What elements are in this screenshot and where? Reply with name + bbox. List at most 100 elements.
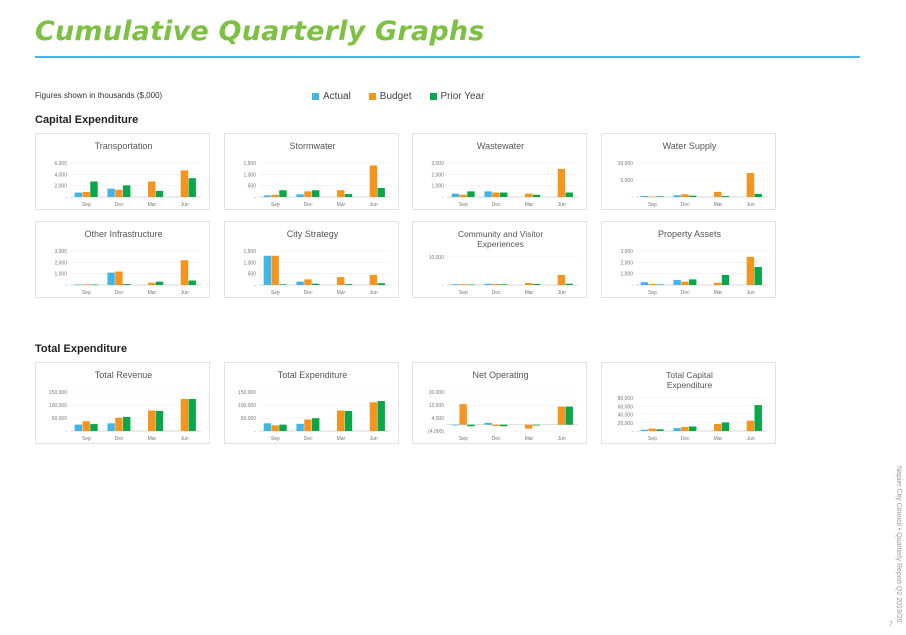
bar-budget	[459, 284, 467, 285]
x-tick-label: Mar	[148, 290, 157, 296]
y-tick-label: -	[254, 429, 256, 435]
x-tick-label: Jun	[558, 436, 566, 442]
bar-prior-year	[721, 422, 730, 431]
bar-prior-year	[279, 190, 287, 197]
y-tick-label: 2,000	[54, 184, 67, 190]
legend-item-budget: Budget	[368, 91, 412, 102]
chart-title-line: Expenditure	[667, 380, 713, 390]
side-footer-text: Napier City Council • Quarterly Report Q…	[895, 466, 902, 623]
x-tick-label: Sep	[648, 202, 657, 208]
y-tick-label: -	[254, 195, 256, 201]
bar-budget	[369, 165, 378, 197]
y-tick-label: 1,500	[243, 249, 256, 255]
bar-budget	[115, 417, 123, 431]
bar-actual	[640, 282, 649, 285]
bar-prior-year	[532, 284, 541, 285]
y-tick-label: 500	[248, 272, 257, 278]
bar-actual	[673, 428, 681, 431]
y-tick-label: 1,500	[243, 161, 256, 167]
bar-prior-year	[500, 192, 508, 197]
bar-prior-year	[689, 426, 697, 431]
bar-actual	[451, 193, 460, 197]
x-tick-label: Jun	[370, 436, 378, 442]
y-tick-label: (4,000)	[428, 429, 444, 435]
y-tick-label: -	[65, 195, 67, 201]
bar-prior-year	[565, 283, 573, 285]
bar-budget	[180, 170, 189, 197]
y-tick-label: -	[65, 283, 67, 289]
bar-budget	[648, 196, 656, 198]
chart-title: Wastewater	[477, 141, 524, 151]
bar-prior-year	[155, 281, 164, 285]
x-tick-label: Dec	[492, 290, 501, 296]
y-tick-label: 3,000	[620, 249, 633, 255]
bar-budget	[304, 279, 312, 285]
bar-budget	[180, 260, 189, 285]
bar-actual	[107, 188, 115, 197]
bar-prior-year	[123, 284, 131, 285]
y-tick-label: 50,000	[52, 416, 68, 422]
legend: Actual Budget Prior Year	[312, 91, 484, 102]
y-tick-label: -	[254, 283, 256, 289]
bar-budget	[369, 274, 378, 285]
y-tick-label: 6,000	[54, 161, 67, 167]
legend-item-actual: Actual	[312, 91, 351, 102]
x-tick-label: Sep	[82, 436, 91, 442]
y-tick-label: 4,000	[54, 172, 67, 178]
bar-actual	[484, 422, 492, 425]
x-tick-label: Mar	[525, 202, 534, 208]
y-tick-label: -	[631, 195, 633, 201]
y-tick-label: 10,000	[618, 161, 634, 167]
bar-budget	[713, 424, 722, 431]
y-tick-label: 1,000	[620, 272, 633, 278]
y-tick-label: 12,000	[429, 403, 445, 409]
bar-prior-year	[689, 279, 697, 285]
bar-budget	[336, 410, 345, 431]
bar-budget	[369, 402, 378, 431]
x-tick-label: Sep	[459, 290, 468, 296]
section-title-total-expenditure: Total Expenditure	[35, 343, 128, 355]
bar-budget	[557, 168, 566, 197]
x-tick-label: Jun	[558, 202, 566, 208]
y-tick-label: 2,000	[431, 172, 444, 178]
x-tick-label: Dec	[115, 290, 124, 296]
y-tick-label: 100,000	[49, 403, 67, 409]
x-tick-label: Jun	[181, 290, 189, 296]
bar-budget	[681, 281, 689, 285]
page-number: 7	[889, 621, 893, 628]
bar-prior-year	[689, 195, 697, 197]
x-tick-label: Dec	[115, 436, 124, 442]
chart-title: City Strategy	[287, 229, 339, 239]
x-tick-label: Mar	[337, 290, 346, 296]
bar-prior-year	[467, 424, 475, 427]
y-tick-label: 2,000	[54, 260, 67, 266]
y-tick-label: 2,000	[620, 260, 633, 266]
y-tick-label: 500	[248, 184, 257, 190]
bar-prior-year	[123, 185, 131, 197]
y-tick-label: -	[442, 283, 444, 289]
x-tick-label: Mar	[714, 290, 723, 296]
y-tick-label: 10,000	[429, 255, 445, 261]
x-tick-label: Jun	[370, 290, 378, 296]
bar-budget	[492, 284, 500, 285]
bar-budget	[82, 192, 90, 197]
bar-prior-year	[312, 418, 320, 431]
bar-budget	[147, 410, 156, 431]
y-tick-label: -	[65, 429, 67, 435]
bar-actual	[107, 272, 115, 285]
bar-prior-year	[377, 401, 385, 431]
bar-actual	[451, 424, 460, 426]
x-tick-label: Dec	[492, 202, 501, 208]
bar-budget	[459, 404, 467, 425]
bar-prior-year	[312, 190, 320, 197]
bar-prior-year	[754, 405, 762, 431]
bar-budget	[746, 173, 755, 197]
y-tick-label: 20,000	[618, 421, 634, 427]
legend-swatch-budget	[368, 93, 376, 100]
